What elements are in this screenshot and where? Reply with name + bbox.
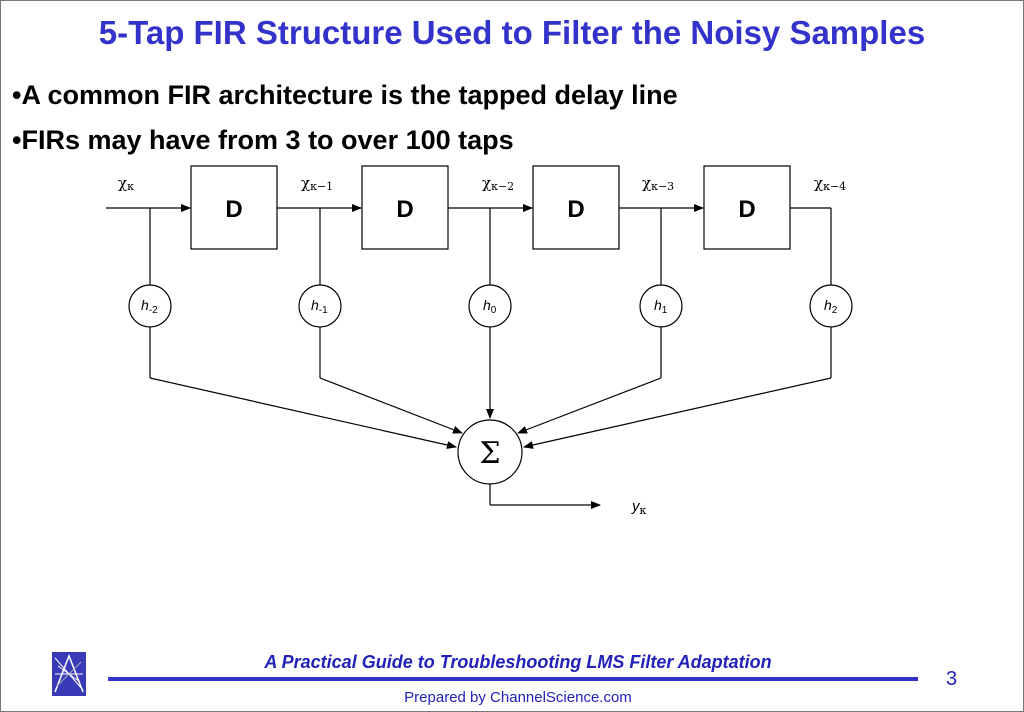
bullet-item-2: •FIRs may have from 3 to over 100 taps bbox=[12, 125, 514, 156]
bullet-marker: • bbox=[12, 80, 22, 110]
delay-block bbox=[361, 165, 449, 250]
delay-block bbox=[190, 165, 278, 250]
sigma-symbol: Σ bbox=[479, 436, 500, 471]
sum-input-arrow bbox=[319, 377, 463, 434]
output-label-yk: yκ bbox=[631, 498, 647, 517]
signal-label-xk-2: χκ−2 bbox=[482, 174, 514, 193]
delay-label: D bbox=[567, 196, 584, 223]
bullet-text: FIRs may have from 3 to over 100 taps bbox=[21, 125, 514, 155]
slide-title: 5-Tap FIR Structure Used to Filter the N… bbox=[98, 14, 926, 51]
sum-input-arrow bbox=[523, 377, 832, 449]
delay-block bbox=[703, 165, 791, 250]
signal-label-xk-3: χκ−3 bbox=[642, 174, 674, 193]
delay-label: D bbox=[396, 196, 413, 223]
bullet-marker: • bbox=[12, 125, 22, 155]
sum-input-arrow bbox=[149, 377, 457, 449]
delay-block bbox=[532, 165, 620, 250]
signal-label-xk: χκ bbox=[118, 174, 134, 193]
coefficient-label-h1: h1 bbox=[654, 297, 668, 316]
signal-label-xk-4: χκ−4 bbox=[814, 174, 846, 193]
coefficient-label-h2: h2 bbox=[824, 297, 838, 316]
coefficient-label-h-1: h-1 bbox=[311, 297, 328, 316]
signal-label-xk-1: χκ−1 bbox=[301, 174, 333, 193]
footer-prepared-by: Prepared by ChannelScience.com bbox=[404, 689, 632, 706]
channelscience-logo-icon bbox=[52, 652, 86, 696]
sum-input-arrow bbox=[517, 377, 662, 434]
footer-divider bbox=[108, 677, 918, 681]
delay-label: D bbox=[738, 196, 755, 223]
coefficient-label-h0: h0 bbox=[483, 297, 497, 316]
footer-title: A Practical Guide to Troubleshooting LMS… bbox=[264, 652, 772, 672]
delay-label: D bbox=[225, 196, 242, 223]
bullet-text: A common FIR architecture is the tapped … bbox=[21, 80, 678, 110]
coefficient-label-h-2: h-2 bbox=[141, 297, 158, 316]
bullet-item-1: •A common FIR architecture is the tapped… bbox=[12, 80, 678, 111]
page-number: 3 bbox=[946, 668, 958, 690]
